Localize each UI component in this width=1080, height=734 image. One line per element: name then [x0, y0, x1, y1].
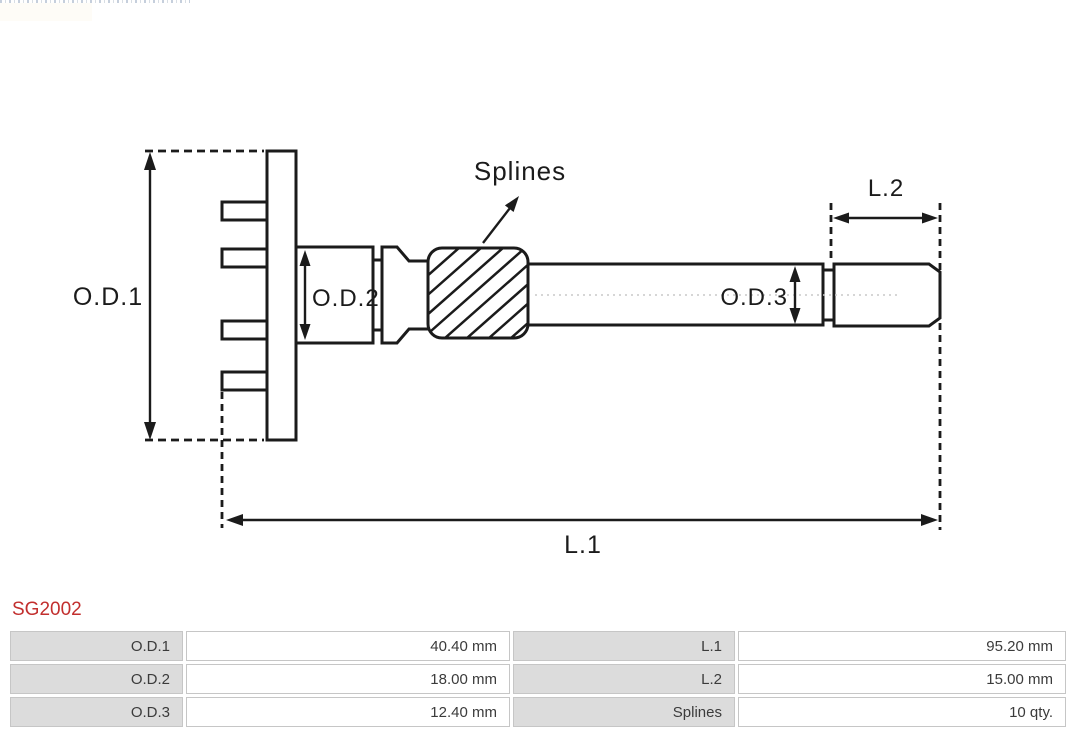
dim-label-od2: O.D.2: [312, 285, 380, 312]
spec-key-cell: O.D.2: [10, 664, 183, 694]
part-number: SG2002: [12, 599, 82, 620]
spec-value-cell: 10 qty.: [738, 697, 1066, 727]
spec-key-cell: L.2: [513, 664, 735, 694]
arrow-up-icon: [789, 266, 801, 282]
flange-shape: [265, 149, 298, 442]
tooth-shape: [220, 247, 270, 269]
spec-row: O.D.3 12.40 mm Splines 10 qty.: [10, 697, 1066, 727]
arrow-down-icon: [789, 308, 801, 324]
specs-table: O.D.1 40.40 mm L.1 95.20 mm O.D.2 18.00 …: [7, 628, 1069, 730]
dim-label-l1: L.1: [564, 531, 602, 559]
spec-value-cell: 15.00 mm: [738, 664, 1066, 694]
specs-table-container: O.D.1 40.40 mm L.1 95.20 mm O.D.2 18.00 …: [7, 628, 1069, 730]
spec-key-cell: O.D.1: [10, 631, 183, 661]
spec-value-cell: 12.40 mm: [186, 697, 510, 727]
arrow-down-icon: [299, 324, 311, 340]
dim-l2: L.2: [829, 175, 942, 530]
tooth-shape: [220, 200, 270, 222]
arrow-right-icon: [921, 514, 938, 526]
arrow-down-icon: [144, 422, 156, 440]
spline-section: [426, 246, 530, 340]
technical-drawing: O.D.1 O.D.2 O.D.3 L.2 L.1 Splines: [73, 149, 942, 559]
clipped-content-ghost: [0, 3, 92, 21]
spec-row: O.D.2 18.00 mm L.2 15.00 mm: [10, 664, 1066, 694]
spline-hatch: [428, 248, 528, 338]
tooth-shape: [220, 319, 270, 341]
spec-key-cell: L.1: [513, 631, 735, 661]
shaft-end-shape: [832, 262, 942, 328]
splines-callout: Splines: [474, 156, 566, 244]
shaft-shapes: [220, 149, 942, 442]
shaft-diagram-svg: O.D.1 O.D.2 O.D.3 L.2 L.1 Splines: [73, 149, 942, 559]
dim-od1: O.D.1: [73, 149, 264, 442]
collar-shape: [380, 245, 431, 345]
arrow-up-right-icon: [504, 196, 519, 212]
spec-key-cell: Splines: [513, 697, 735, 727]
arrow-up-icon: [144, 152, 156, 170]
spec-key-cell: O.D.3: [10, 697, 183, 727]
dim-label-l2: L.2: [868, 175, 904, 202]
arrow-right-icon: [922, 212, 938, 224]
splines-label: Splines: [474, 156, 566, 186]
arrow-up-icon: [299, 250, 311, 266]
spec-value-cell: 18.00 mm: [186, 664, 510, 694]
dim-label-od3: O.D.3: [720, 284, 788, 311]
dim-od2: O.D.2: [299, 250, 380, 340]
dim-l1: L.1: [220, 392, 938, 559]
tooth-shape: [220, 370, 270, 392]
spec-row: O.D.1 40.40 mm L.1 95.20 mm: [10, 631, 1066, 661]
clipped-text-strip: [0, 0, 190, 3]
spec-value-cell: 40.40 mm: [186, 631, 510, 661]
dim-od3: O.D.3: [720, 266, 801, 324]
dim-label-od1: O.D.1: [73, 283, 143, 311]
spec-value-cell: 95.20 mm: [738, 631, 1066, 661]
arrow-left-icon: [833, 212, 849, 224]
arrow-left-icon: [226, 514, 243, 526]
